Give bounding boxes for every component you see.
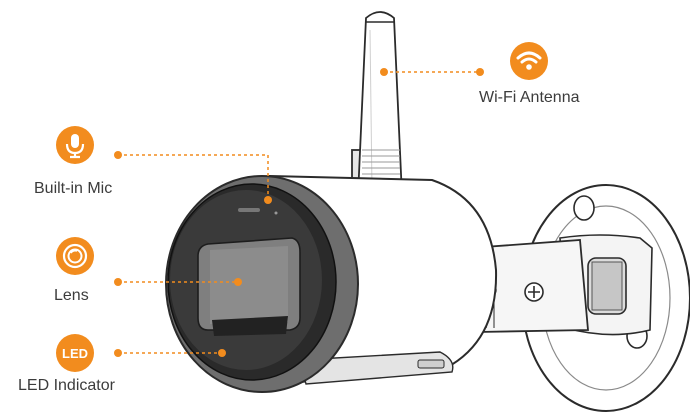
- microphone-icon: [56, 126, 94, 164]
- led-badge-text: LED: [62, 346, 88, 361]
- wifi-leader-dot-end: [476, 68, 484, 76]
- antenna: [351, 11, 403, 197]
- mic-leader-dot-start: [114, 151, 122, 159]
- lens-icon: [56, 237, 94, 275]
- lens-leader-dot-end: [234, 278, 242, 286]
- lens-leader-dot-start: [114, 278, 122, 286]
- mic-leader-line: [118, 154, 269, 200]
- wifi-icon: [510, 42, 548, 80]
- led-leader-dot-end: [218, 349, 226, 357]
- led-indicator-label: LED Indicator: [18, 377, 115, 394]
- mic-leader-dot-end: [264, 196, 272, 204]
- led-icon: LED: [56, 334, 94, 372]
- lens-label: Lens: [54, 287, 89, 304]
- leader-dots: [114, 68, 484, 357]
- led-leader-dot-start: [114, 349, 122, 357]
- wifi-antenna-label: Wi-Fi Antenna: [479, 89, 580, 106]
- camera-body: [165, 174, 498, 393]
- leader-lines: [118, 71, 480, 354]
- built-in-mic-label: Built-in Mic: [34, 180, 113, 197]
- wifi-leader-dot-start: [380, 68, 388, 76]
